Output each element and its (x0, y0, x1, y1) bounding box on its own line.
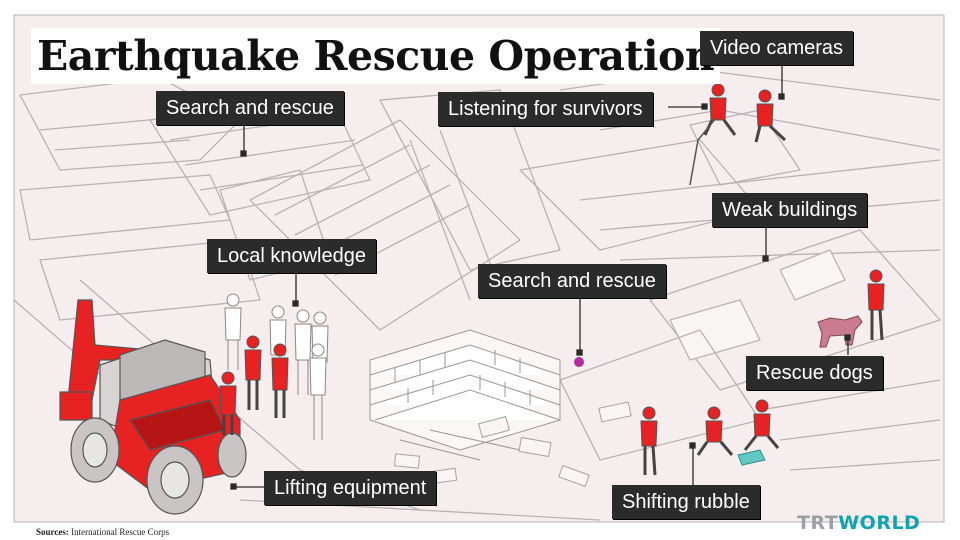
rescue-dog (817, 315, 863, 348)
sources-text: International Rescue Corps (71, 527, 170, 537)
brand-accent: WORLD (838, 512, 921, 534)
label-listening-for-survivors: Listening for survivors (438, 92, 653, 126)
label-search-and-rescue-center: Search and rescue (478, 264, 666, 298)
camera-pole (689, 117, 717, 186)
rescue-workers (219, 83, 885, 476)
brand-main: TRT (797, 512, 839, 534)
rescuer (696, 406, 734, 456)
brand-logo: TRTWORLD (797, 512, 920, 534)
rescuer (640, 406, 658, 476)
label-video-cameras: Video cameras (700, 31, 854, 65)
excavator (59, 299, 247, 515)
rescuer (867, 269, 885, 341)
rescuer (754, 89, 787, 143)
label-weak-buildings: Weak buildings (712, 193, 868, 227)
sources-credit: Sources: International Rescue Corps (36, 527, 169, 537)
rescuer (244, 335, 262, 410)
rescuer (743, 399, 780, 451)
label-shifting-rubble: Shifting rubble (612, 485, 760, 519)
leader-lines (230, 64, 851, 490)
brick-wall (369, 329, 561, 461)
local-people (224, 293, 329, 440)
page-title: Earthquake Rescue Operation (31, 28, 721, 84)
label-lifting-equipment: Lifting equipment (264, 471, 437, 505)
rescuer (271, 343, 289, 418)
survivor-marker (574, 357, 584, 367)
label-search-and-rescue-top: Search and rescue (156, 91, 344, 125)
medical-kit (737, 449, 766, 466)
label-local-knowledge: Local knowledge (207, 239, 376, 273)
sources-label: Sources: (36, 527, 69, 537)
rescuer (219, 371, 237, 435)
label-rescue-dogs: Rescue dogs (746, 356, 883, 390)
